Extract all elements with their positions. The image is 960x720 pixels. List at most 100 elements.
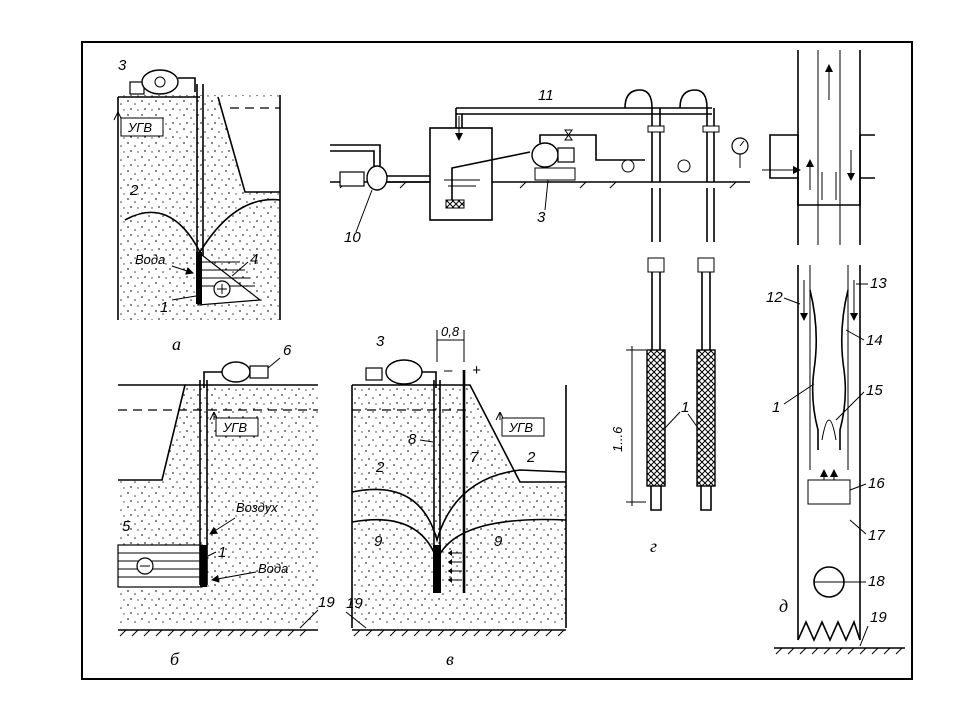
label-11: 11 bbox=[538, 87, 554, 104]
label-6: 6 bbox=[283, 342, 292, 359]
wellpoint-pipes-upper bbox=[651, 188, 715, 242]
wellpoint-riser-1 bbox=[624, 89, 661, 182]
label-7: 7 bbox=[470, 449, 479, 466]
valve-icon bbox=[621, 159, 635, 173]
filter-section bbox=[196, 252, 202, 304]
panel-a: УГВ 3 2 Вода 4 1 а bbox=[113, 57, 281, 354]
panel-v: УГВ 3 0,8 – + 8 7 2 2 9 9 19 в bbox=[345, 324, 567, 669]
dimension-label: 0,8 bbox=[441, 324, 460, 339]
label-2b: 2 bbox=[526, 449, 536, 466]
pump-10 bbox=[339, 165, 444, 191]
water-hatch bbox=[200, 261, 255, 287]
ugv-label: УГВ bbox=[222, 420, 247, 435]
caption-d: д bbox=[779, 596, 788, 616]
coupling bbox=[697, 257, 715, 273]
panel-v-borders bbox=[351, 385, 567, 628]
supply-pipe bbox=[330, 144, 381, 166]
jet-nozzle bbox=[809, 289, 849, 450]
filter-link-2 bbox=[696, 349, 716, 487]
ugv-label: УГВ bbox=[127, 120, 152, 135]
valve-icon bbox=[564, 129, 573, 141]
caption-b: б bbox=[170, 649, 180, 669]
label-4: 4 bbox=[250, 251, 258, 268]
excavation bbox=[118, 385, 185, 480]
ugv-label-box bbox=[215, 417, 259, 437]
valve-icon bbox=[677, 159, 691, 173]
label-1: 1 bbox=[160, 299, 168, 316]
ugv-label-box bbox=[120, 117, 164, 137]
panel-b: УГВ 6 Воздух 5 1 Вода 19 б bbox=[117, 342, 335, 669]
label-19: 19 bbox=[318, 594, 335, 611]
flow-arrows bbox=[448, 552, 462, 581]
minus-label: – bbox=[443, 362, 453, 379]
label-5: 5 bbox=[122, 518, 131, 535]
intake-strainer bbox=[445, 199, 465, 209]
label-14: 14 bbox=[866, 332, 883, 349]
filter-section bbox=[200, 545, 207, 587]
filter-section bbox=[433, 545, 441, 593]
label-2a: 2 bbox=[375, 459, 385, 476]
figure-frame bbox=[81, 41, 913, 680]
ugv-label-box bbox=[501, 417, 545, 437]
label-15: 15 bbox=[866, 382, 883, 399]
label-3: 3 bbox=[118, 57, 127, 74]
water-hatch bbox=[118, 552, 202, 578]
panel-a-borders bbox=[117, 95, 281, 320]
ugv-label: УГВ bbox=[508, 420, 533, 435]
outer-casing-lower bbox=[797, 265, 861, 640]
pump-unit bbox=[203, 361, 269, 388]
air-label: Воздух bbox=[236, 500, 278, 515]
label-3: 3 bbox=[376, 333, 385, 350]
plus-label: + bbox=[472, 362, 481, 379]
casing-shoe bbox=[797, 619, 861, 642]
label-16: 16 bbox=[868, 475, 885, 492]
label-1: 1 bbox=[218, 544, 226, 561]
well-pipe bbox=[196, 84, 204, 258]
ground-surface bbox=[352, 384, 566, 483]
label-12: 12 bbox=[766, 289, 783, 306]
label-19: 19 bbox=[870, 609, 887, 626]
filter-link-1 bbox=[646, 349, 666, 487]
panel-d: 13 12 14 1 15 16 17 18 19 д bbox=[762, 50, 905, 655]
label-1: 1 bbox=[681, 399, 689, 416]
panel-g: 1...6 11 10 3 1 г bbox=[330, 87, 750, 556]
coupling bbox=[647, 257, 665, 273]
caption-v: в bbox=[446, 649, 454, 669]
dimension-label: 1...6 bbox=[610, 426, 625, 452]
excavation-outline bbox=[118, 384, 187, 481]
label-9b: 9 bbox=[494, 533, 503, 550]
inner-pipe-upper bbox=[817, 50, 841, 245]
water-body bbox=[117, 544, 203, 588]
pump-3 bbox=[531, 129, 645, 181]
nozzle-tip bbox=[821, 419, 837, 441]
label-2: 2 bbox=[129, 182, 139, 199]
label-1: 1 bbox=[772, 399, 780, 416]
label-9a: 9 bbox=[374, 533, 383, 550]
check-valve-body bbox=[807, 479, 851, 505]
inner-pipe-lower bbox=[809, 265, 849, 470]
ground-surface bbox=[118, 96, 280, 193]
caption-g: г bbox=[650, 536, 657, 556]
depression-curve-2 bbox=[351, 469, 567, 543]
depression-curve-9 bbox=[351, 518, 567, 563]
label-10: 10 bbox=[344, 229, 361, 246]
dimension-line bbox=[626, 346, 646, 506]
water-label: Вода bbox=[135, 252, 165, 267]
label-17: 17 bbox=[868, 527, 885, 544]
pump-unit bbox=[365, 359, 437, 388]
label-3: 3 bbox=[537, 209, 546, 226]
wellpoint-riser-2 bbox=[679, 89, 715, 182]
outlet-branch bbox=[769, 134, 875, 179]
pump-unit bbox=[129, 69, 196, 95]
label-18: 18 bbox=[868, 573, 885, 590]
suction-pipe bbox=[451, 151, 531, 200]
caption-a: а bbox=[172, 334, 181, 354]
label-19: 19 bbox=[346, 595, 363, 612]
dimension-line bbox=[436, 330, 465, 362]
return-line bbox=[455, 107, 712, 128]
water-label: Вода bbox=[258, 561, 288, 576]
label-13: 13 bbox=[870, 275, 887, 292]
excavation-slope bbox=[200, 97, 280, 192]
label-8: 8 bbox=[408, 431, 417, 448]
